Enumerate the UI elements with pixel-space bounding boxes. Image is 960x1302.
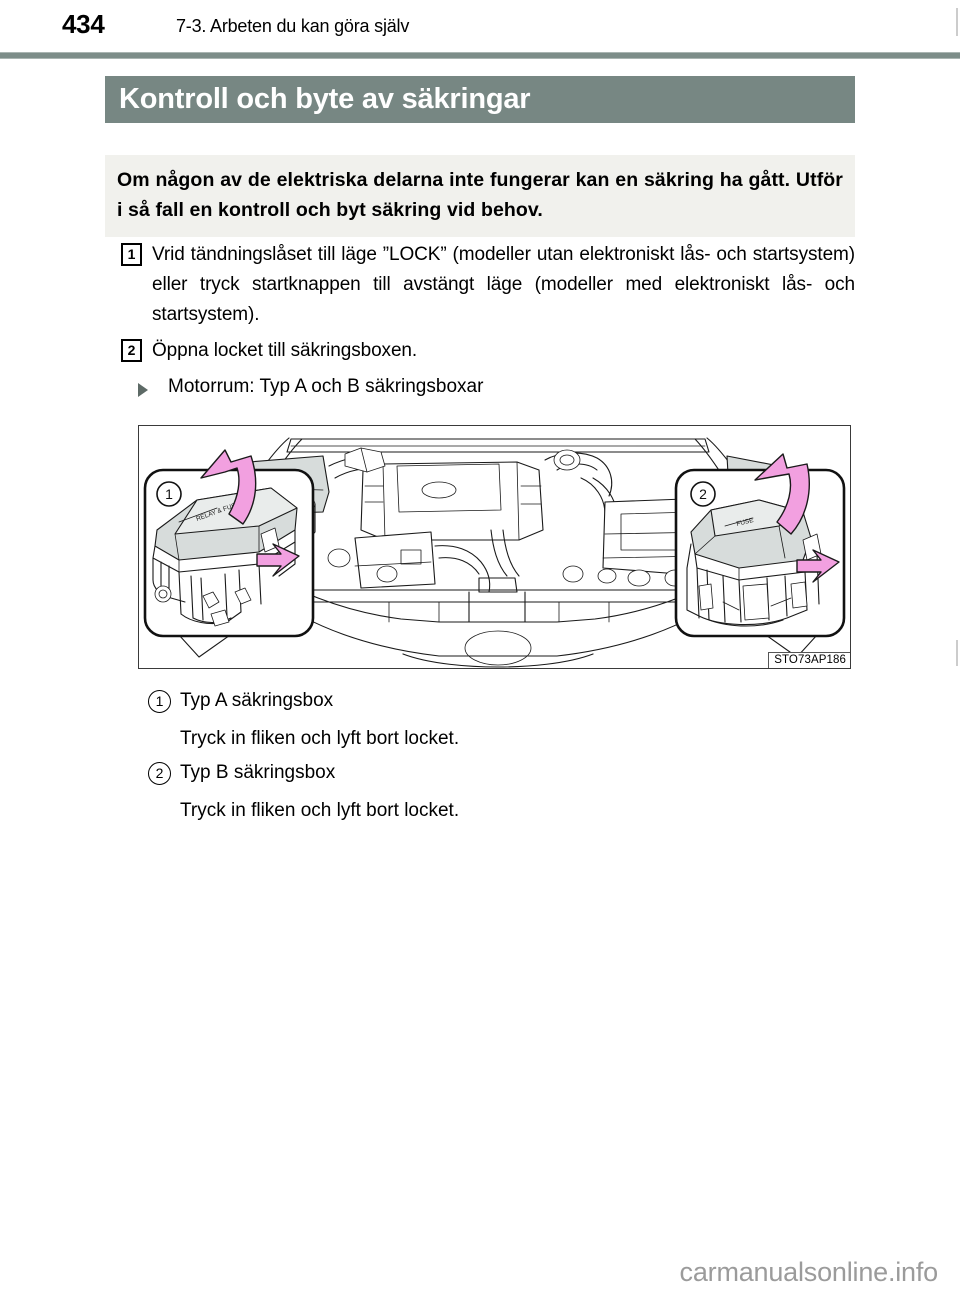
procedure-step-list: 1 Vrid tändningslåset till läge ”LOCK” (…	[121, 240, 855, 402]
chapter-title-bar: Kontroll och byte av säkringar	[105, 76, 855, 123]
page-edge-tick-top	[956, 8, 958, 36]
legend-label: Typ A säkringsbox	[180, 690, 334, 711]
type-a-fusebox-detail: 1 RELAY & FUSE	[143, 449, 315, 638]
sub-topic-label: Motorrum: Typ A och B säkringsboxar	[168, 376, 484, 397]
intro-callout-box: Om någon av de elektriska delarna inte f…	[105, 155, 855, 237]
legend-number-badge: 1	[148, 690, 171, 713]
svg-text:1: 1	[165, 486, 173, 502]
type-b-fusebox-detail: 2 FUSE	[674, 453, 846, 638]
procedure-step: 2 Öppna locket till säkringsboxen.	[121, 336, 855, 366]
header-section-title: 7-3. Arbeten du kan göra själv	[176, 16, 410, 36]
step-text: Vrid tändningslåset till läge ”LOCK” (mo…	[152, 244, 855, 325]
intro-callout-text: Om någon av de elektriska delarna inte f…	[117, 169, 843, 221]
illustration-frame: .ln { fill:none; stroke:#1a1a1a; stroke-…	[138, 425, 851, 669]
step-number-badge: 2	[121, 339, 142, 362]
step-text: Öppna locket till säkringsboxen.	[152, 340, 418, 361]
procedure-step: 1 Vrid tändningslåset till läge ”LOCK” (…	[121, 240, 855, 330]
page-title: Kontroll och byte av säkringar	[119, 83, 531, 115]
engine-bay-illustration: .ln { fill:none; stroke:#1a1a1a; stroke-…	[143, 437, 846, 668]
step-number-badge: 1	[121, 243, 142, 266]
sub-topic-item: Motorrum: Typ A och B säkringsboxar	[137, 372, 855, 402]
page-number: 434	[62, 9, 105, 39]
legend-description: Tryck in fliken och lyft bort locket.	[180, 728, 460, 749]
legend-description: Tryck in fliken och lyft bort locket.	[180, 800, 460, 821]
page-edge-tick-mid	[956, 640, 958, 666]
triangle-bullet-icon	[138, 383, 148, 397]
page-header: 434 7-3. Arbeten du kan göra själv	[0, 0, 960, 50]
figure-legend: 1 Typ A säkringsbox Tryck in fliken och …	[148, 685, 848, 829]
header-divider-rule	[0, 52, 960, 59]
legend-item: 1 Typ A säkringsbox	[148, 685, 848, 721]
legend-item: 2 Typ B säkringsbox	[148, 757, 848, 793]
legend-number-badge: 2	[148, 762, 171, 785]
svg-text:FUSE: FUSE	[736, 517, 755, 528]
site-watermark: carmanualsonline.info	[679, 1257, 939, 1287]
figure-reference-code: STO73AP186	[768, 652, 850, 668]
svg-text:2: 2	[699, 486, 707, 502]
legend-label: Typ B säkringsbox	[180, 762, 336, 783]
